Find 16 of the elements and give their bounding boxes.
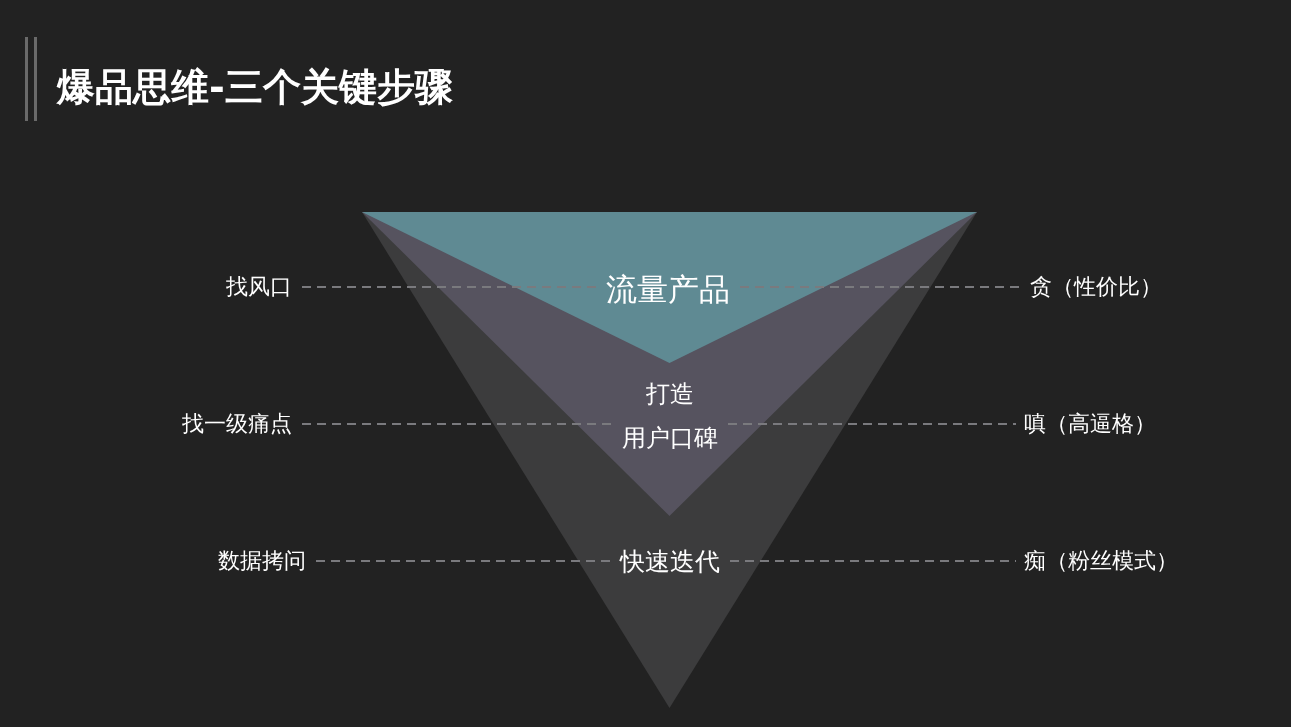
layer-label: 打造 xyxy=(646,382,694,406)
side-label: 找风口 xyxy=(226,276,292,298)
side-label: 嗔（高逼格） xyxy=(1024,413,1156,435)
side-label: 数据拷问 xyxy=(218,550,306,572)
side-label: 贪（性价比） xyxy=(1030,276,1162,298)
layer-label: 用户口碑 xyxy=(622,426,718,450)
slide-title: 爆品思维-三个关键步骤 xyxy=(57,68,453,106)
side-label: 找一级痛点 xyxy=(182,413,292,435)
layer-label: 流量产品 xyxy=(606,273,730,305)
dashed-line xyxy=(729,560,1017,562)
dashed-line xyxy=(301,423,613,425)
dashed-line xyxy=(315,560,611,562)
dashed-line xyxy=(301,286,597,288)
layer-label: 快速迭代 xyxy=(620,548,720,574)
side-label: 痴（粉丝模式） xyxy=(1024,550,1178,572)
dashed-line xyxy=(727,423,1017,425)
